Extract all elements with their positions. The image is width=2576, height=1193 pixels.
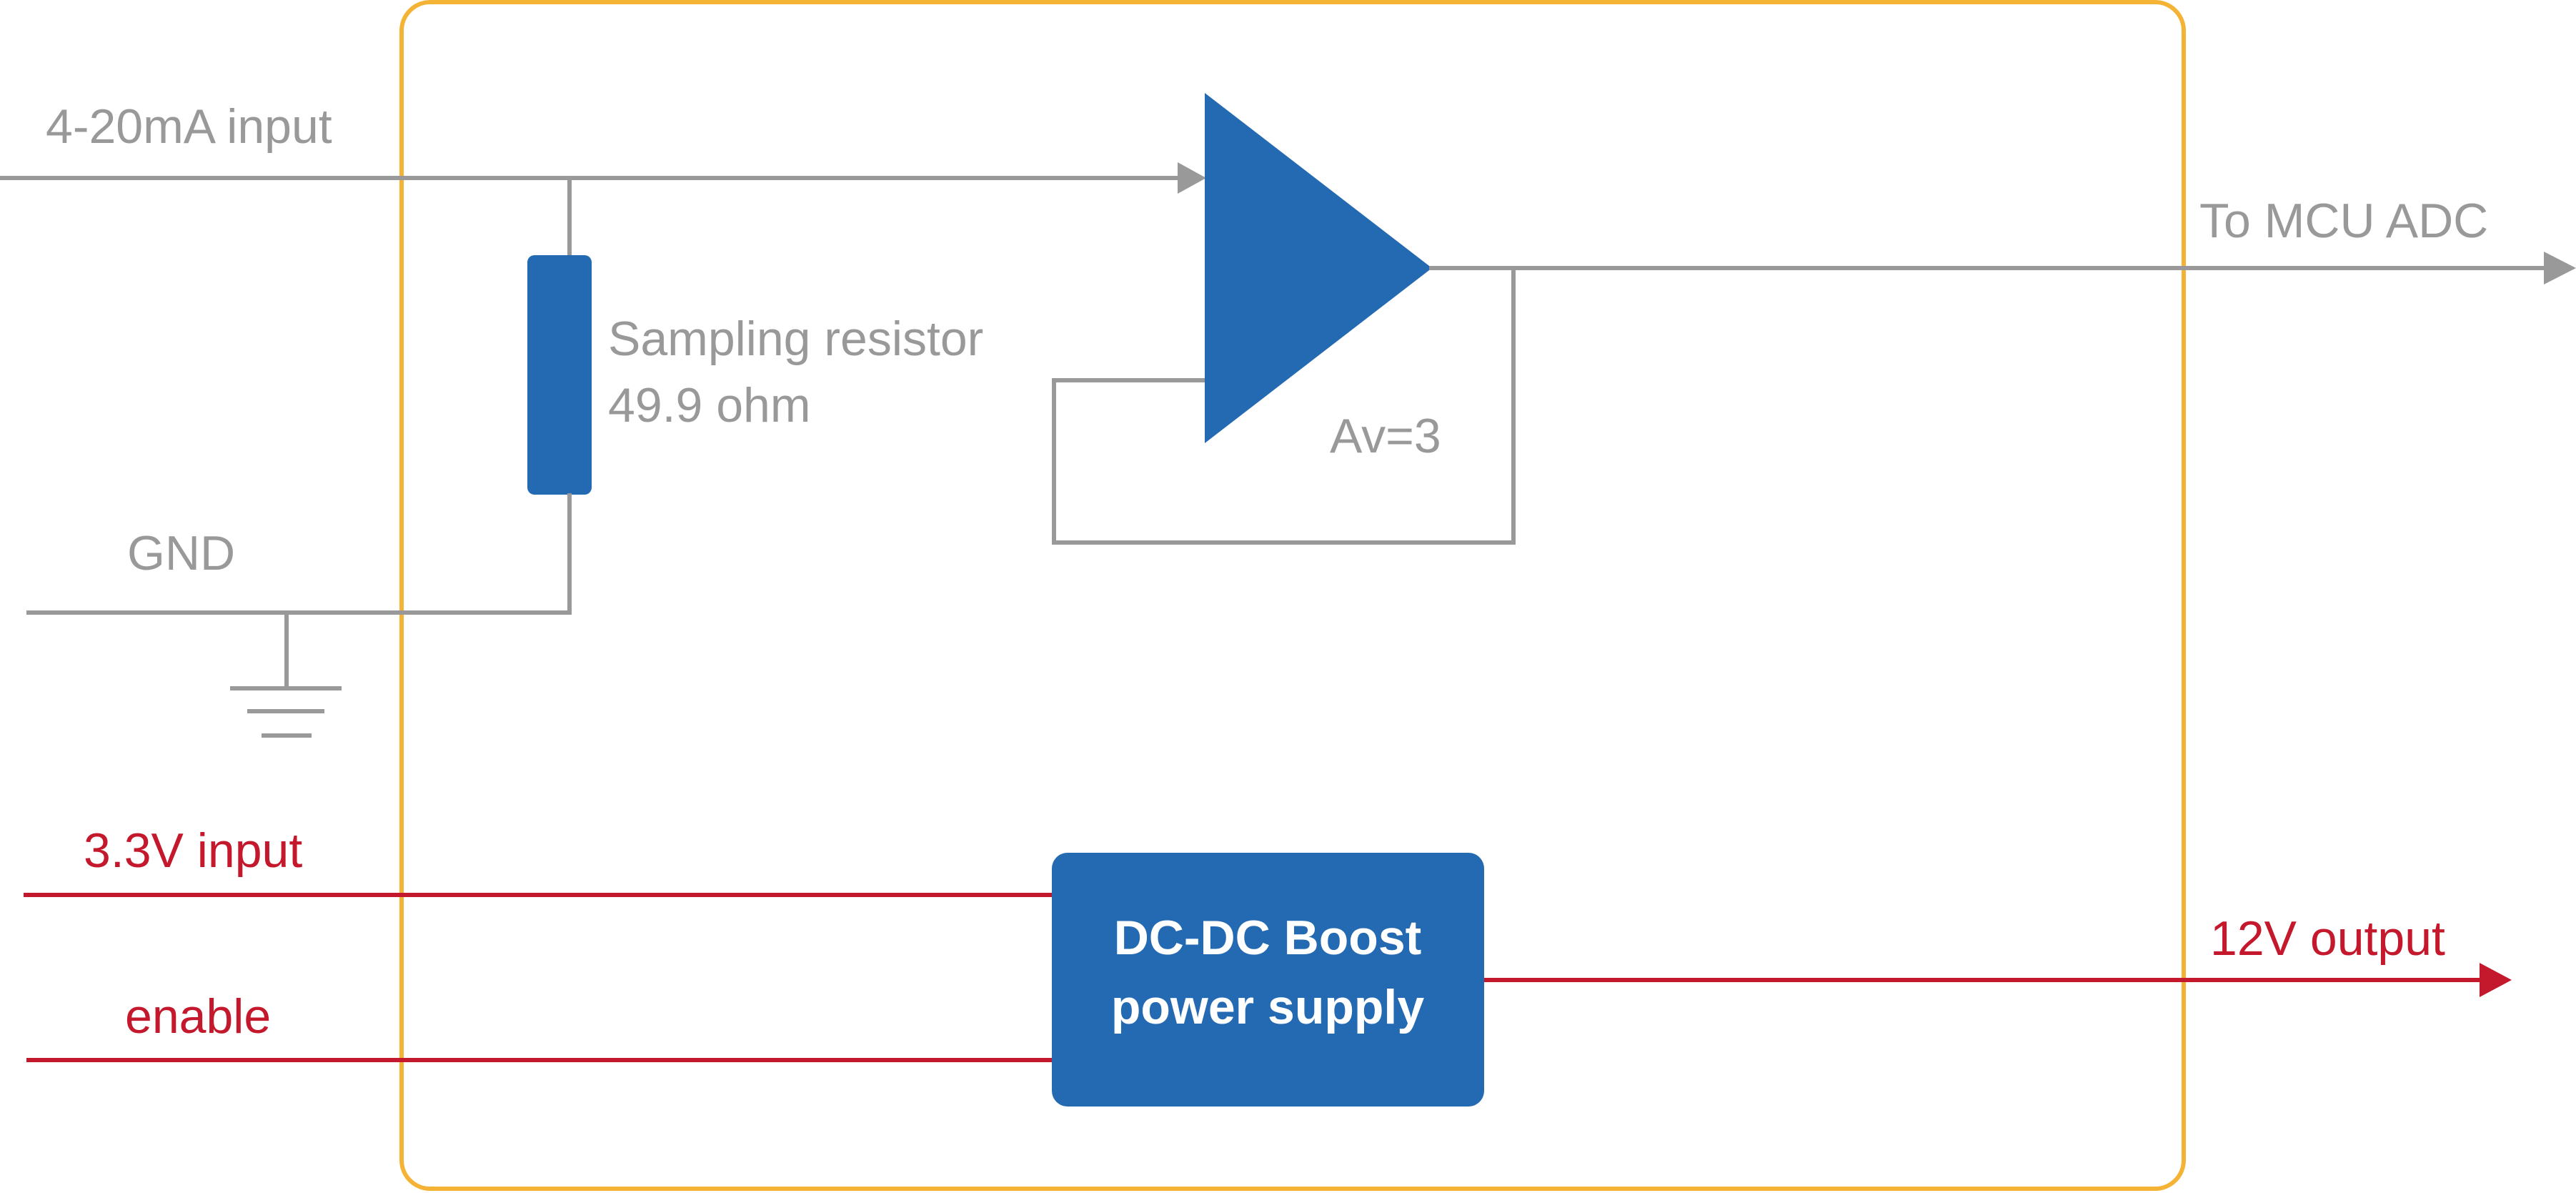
- ground-symbol-icon: [230, 613, 342, 738]
- resistor-label-line1: Sampling resistor: [608, 312, 983, 366]
- v12-output-arrow-icon: [2480, 963, 2512, 997]
- to-adc-label: To MCU ADC: [2199, 194, 2488, 248]
- gain-label: Av=3: [1330, 409, 1441, 463]
- gnd-label: GND: [127, 526, 235, 580]
- resistor-label-line2: 49.9 ohm: [608, 378, 811, 432]
- adc-output-arrow-icon: [2544, 252, 2576, 284]
- v33-input-label: 3.3V input: [84, 823, 302, 878]
- boost-label-line1: DC-DC Boost: [1114, 911, 1422, 965]
- input-420-label: 4-20mA input: [46, 99, 332, 154]
- module-frame: [399, 0, 2186, 1191]
- input-arrow-icon: [1178, 162, 1206, 194]
- resistor-icon: [527, 255, 592, 495]
- v12-output-label: 12V output: [2210, 911, 2445, 966]
- boost-label-line2: power supply: [1111, 980, 1424, 1034]
- dc-dc-boost-block: [1052, 853, 1484, 1107]
- enable-label: enable: [125, 989, 271, 1044]
- feedback-loop-wire: [1052, 268, 1516, 545]
- op-amp-triangle-icon: [1205, 93, 1432, 443]
